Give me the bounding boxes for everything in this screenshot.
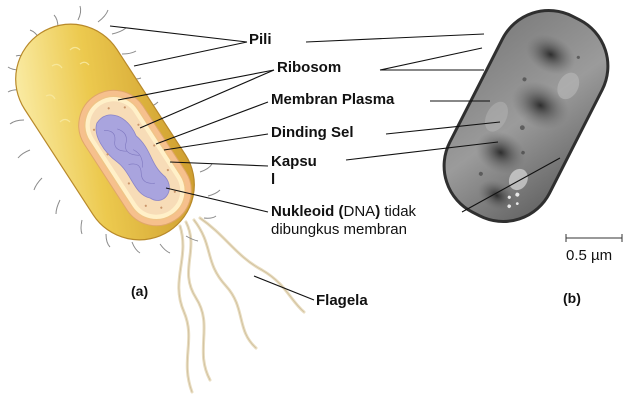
label-flagela: Flagela [316, 292, 368, 309]
label-nukleoid-line1: Nukleoid (DNA) tidak [271, 203, 416, 220]
flagella [179, 218, 304, 392]
label-kapsul-line1: Kapsu [271, 153, 317, 170]
label-panel-a: (a) [131, 283, 148, 300]
label-scale-bar: 0.5 µm [566, 247, 612, 264]
label-nukleoid-line2: dibungkus membran [271, 221, 407, 238]
label-kapsul-line2: l [271, 171, 275, 188]
label-dinding-sel: Dinding Sel [271, 124, 354, 141]
label-nukleoid-bold: Nukleoid ( [271, 203, 344, 220]
label-ribosom: Ribosom [277, 59, 341, 76]
label-nukleoid-rest: tidak [380, 203, 416, 220]
label-pili: Pili [249, 31, 272, 48]
scale-bar [566, 234, 622, 242]
electron-micrograph [426, 0, 626, 239]
label-nukleoid-dna: DNA [344, 203, 376, 220]
label-membran-plasma: Membran Plasma [271, 91, 394, 108]
label-panel-b: (b) [563, 290, 581, 307]
